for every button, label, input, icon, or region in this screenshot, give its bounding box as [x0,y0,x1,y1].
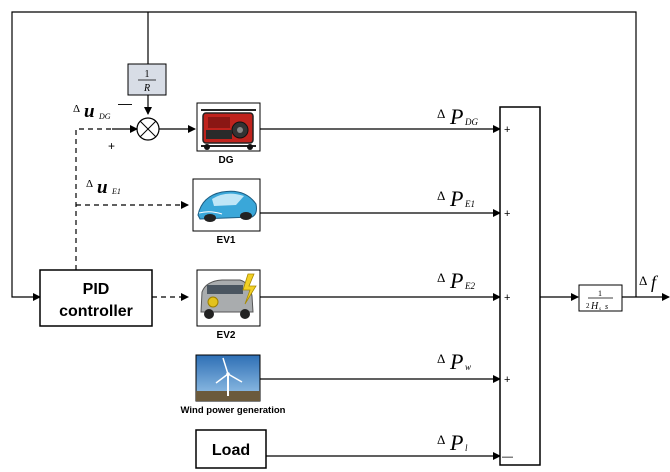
generator-icon [196,102,261,152]
delta-p-e2-label: Δ P E2 [437,268,475,293]
svg-text:P: P [449,104,463,129]
delta-u-e1-label: Δ u E1 [86,177,121,198]
svg-text:Δ: Δ [437,270,445,285]
delta-u-dg-label: Δ u DG [73,101,111,122]
svg-text:E2: E2 [464,281,475,291]
ev1-label: EV1 [217,235,236,246]
svg-text:w: w [465,362,471,372]
wind-power-generation-label: Wind power generation [181,405,286,416]
svg-text:l: l [465,443,468,453]
pid-controller-block: PID controller [39,269,153,327]
electric-car-charging-icon [196,269,261,327]
load-block: Load [195,429,267,469]
sum-sign-dg: + [504,124,510,136]
summing-junction [136,117,160,141]
svg-text:Δ: Δ [86,178,93,190]
sum-sign-w: + [504,374,510,386]
svg-text:DG: DG [464,117,478,127]
svg-text:s: s [605,302,608,311]
svg-text:E1: E1 [464,199,475,209]
ev2-label: EV2 [217,330,236,341]
svg-text:P: P [449,186,463,211]
svg-text:1: 1 [598,289,602,298]
svg-text:u: u [97,177,108,198]
svg-text:R: R [143,83,150,94]
svg-text:u: u [84,101,95,122]
delta-p-e1-label: Δ P E1 [437,186,475,211]
svg-text:s: s [599,307,601,312]
sum-sign-e1: + [504,208,510,220]
sum-sign-l: — [502,451,513,463]
svg-text:P: P [449,430,463,455]
gain-block-1-over-r: 1 R [127,63,167,96]
svg-text:Load: Load [212,442,250,459]
svg-text:Δ: Δ [437,351,445,366]
svg-text:1: 1 [145,69,150,80]
control-signal-lines [75,125,196,301]
svg-text:P: P [449,349,463,374]
svg-text:PID: PID [83,281,110,298]
power-signal-lines [260,125,501,460]
svg-text:2: 2 [586,302,590,310]
svg-text:Δ: Δ [437,432,445,447]
dg-label: DG [219,155,234,166]
delta-p-l-label: Δ P l [437,430,468,455]
svg-text:f: f [651,272,659,292]
feedback-loop [11,11,637,301]
svg-text:controller: controller [59,303,133,320]
summing-bar [499,106,541,466]
svg-text:Δ: Δ [437,188,445,203]
junction-plus-sign: + [108,139,115,153]
transfer-function-block: 1 2 H s s [578,284,623,312]
svg-text:H: H [590,301,599,312]
svg-text:P: P [449,268,463,293]
sum-sign-e2: + [504,292,510,304]
svg-text:Δ: Δ [437,106,445,121]
delta-f-label: Δ f [639,272,659,292]
wind-turbine-icon [195,354,261,402]
delta-p-w-label: Δ P w [437,349,471,374]
svg-text:Δ: Δ [639,273,647,288]
svg-text:DG: DG [98,112,111,121]
electric-car-icon [192,178,261,232]
svg-text:E1: E1 [111,187,121,196]
junction-minus-sign: — [118,95,132,111]
svg-text:Δ: Δ [73,103,80,115]
delta-p-dg-label: Δ P DG [437,104,478,129]
